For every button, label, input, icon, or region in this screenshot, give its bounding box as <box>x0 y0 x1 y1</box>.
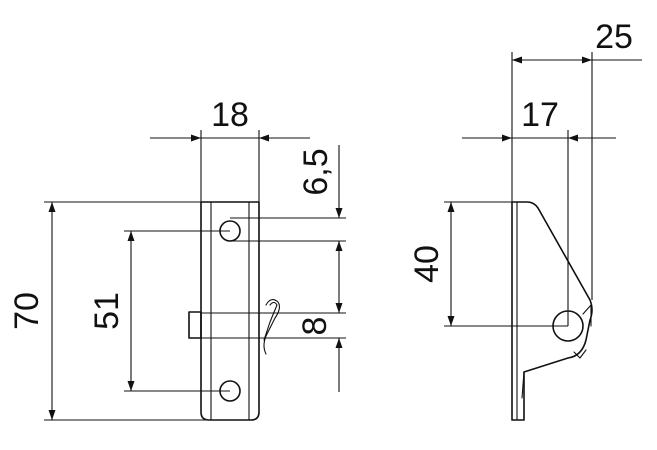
side-depth-dimension-label: 25 <box>595 18 633 56</box>
front-width-dimension-label: 18 <box>211 96 249 134</box>
front-spring-clip <box>263 299 281 355</box>
side-bracket-plate-edge <box>521 371 525 399</box>
front-height-dimension-label: 70 <box>8 292 46 330</box>
front-pin-head <box>188 311 202 339</box>
side-view: 25 17 40 <box>408 18 642 421</box>
side-pivot-clip <box>573 304 592 359</box>
front-bracket-outline <box>200 201 260 421</box>
side-bracket-outline <box>511 201 593 421</box>
front-pin-dimension-label: 8 <box>296 317 334 336</box>
front-hole-spacing-dimension-label: 51 <box>88 292 126 330</box>
side-height-dimension-label: 40 <box>408 245 446 283</box>
front-view: 18 70 51 6,5 8 <box>8 96 346 421</box>
front-top-offset-dimension-label: 6,5 <box>297 148 335 195</box>
side-pivot-depth-dimension-label: 17 <box>521 96 559 134</box>
